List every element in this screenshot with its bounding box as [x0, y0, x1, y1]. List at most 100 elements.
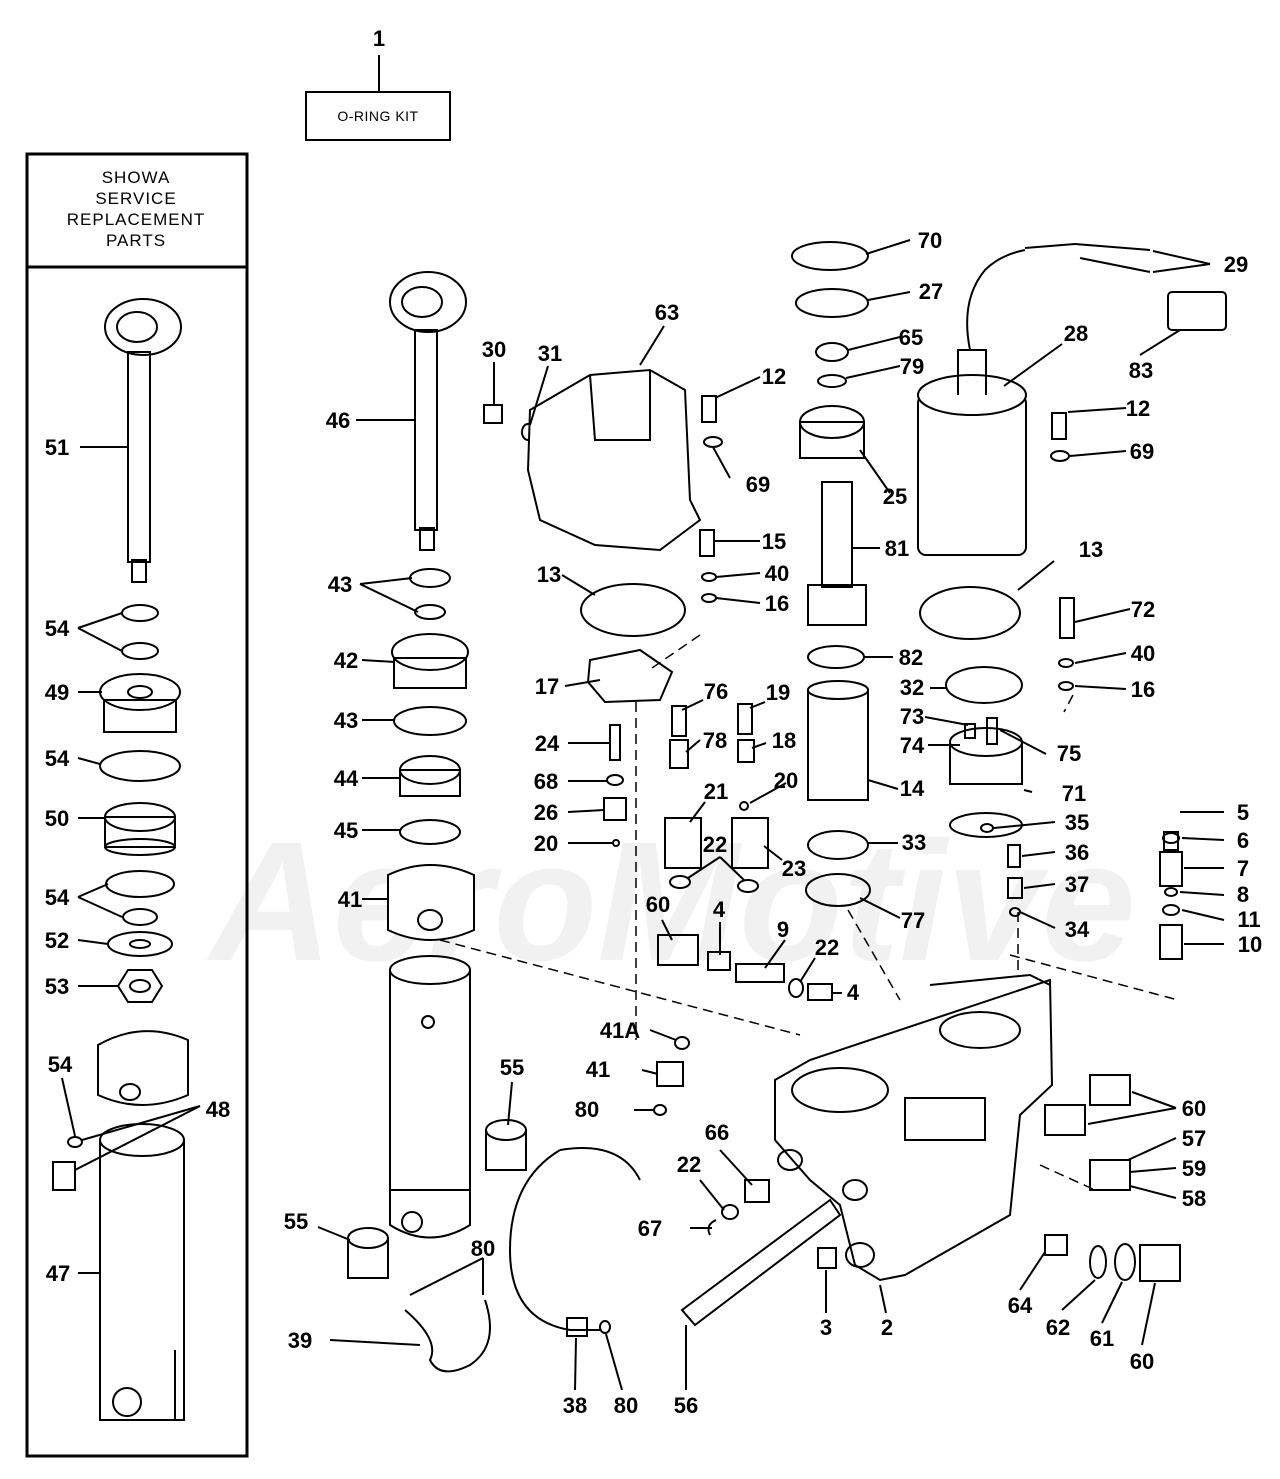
callout-33: 33: [902, 830, 926, 855]
callout-45: 45: [334, 818, 358, 843]
callout-46: 46: [326, 408, 350, 433]
callout-54: 54: [48, 1052, 73, 1077]
callout-52: 52: [45, 928, 69, 953]
callout-55: 55: [284, 1209, 308, 1234]
callout-58: 58: [1182, 1186, 1206, 1211]
callout-43: 43: [334, 708, 358, 733]
callout-20: 20: [774, 768, 798, 793]
callout-22: 22: [815, 935, 839, 960]
callout-43: 43: [328, 572, 352, 597]
callout-30: 30: [482, 337, 506, 362]
callout-80: 80: [471, 1236, 495, 1261]
callout-54: 54: [45, 616, 70, 641]
callout-61: 61: [1090, 1326, 1114, 1351]
callout-81: 81: [885, 536, 909, 561]
callout-62: 62: [1046, 1315, 1070, 1340]
callout-40: 40: [765, 561, 789, 586]
callout-leaders: [61, 239, 1225, 1391]
callout-64: 64: [1008, 1293, 1033, 1318]
callout-41: 41: [338, 887, 362, 912]
callout-8: 8: [1237, 882, 1249, 907]
callout-10: 10: [1238, 932, 1262, 957]
callout-39: 39: [288, 1328, 312, 1353]
panel-heading-line-3: REPLACEMENT: [67, 210, 206, 229]
callout-22: 22: [703, 832, 727, 857]
callout-65: 65: [899, 325, 923, 350]
callout-57: 57: [1182, 1126, 1206, 1151]
callout-78: 78: [703, 728, 727, 753]
callout-22: 22: [677, 1152, 701, 1177]
callout-13: 13: [537, 562, 561, 587]
callout-11: 11: [1237, 907, 1260, 932]
callout-25: 25: [883, 484, 907, 509]
callout-20: 20: [534, 831, 558, 856]
kit-label: O-RING KIT: [337, 108, 418, 124]
callout-42: 42: [334, 648, 358, 673]
callout-67: 67: [638, 1216, 662, 1241]
callout-74: 74: [900, 733, 925, 758]
callout-5: 5: [1237, 800, 1249, 825]
part-drawings: [52, 241, 1227, 1421]
panel-heading-line-4: PARTS: [106, 231, 166, 250]
callout-28: 28: [1064, 321, 1088, 346]
callout-9: 9: [777, 917, 789, 942]
callout-56: 56: [674, 1393, 698, 1418]
callout-16: 16: [1131, 677, 1155, 702]
panel-heading-line-1: SHOWA: [102, 168, 171, 187]
callout-50: 50: [45, 806, 69, 831]
showa-panel: SHOWA SERVICE REPLACEMENT PARTS: [25, 152, 249, 1458]
callout-63: 63: [655, 300, 679, 325]
callout-76: 76: [704, 679, 728, 704]
callout-32: 32: [900, 675, 924, 700]
callout-14: 14: [900, 776, 925, 801]
panel-heading-line-2: SERVICE: [95, 189, 176, 208]
piston-rod-51-drawing: [104, 298, 182, 583]
callout-69: 69: [1130, 439, 1154, 464]
callout-31: 31: [538, 341, 562, 366]
callout-82: 82: [899, 645, 923, 670]
callout-29: 29: [1224, 252, 1248, 277]
callout-79: 79: [900, 354, 924, 379]
callout-3: 3: [820, 1315, 832, 1340]
callout-27: 27: [919, 279, 943, 304]
callout-59: 59: [1182, 1156, 1206, 1181]
callout-70: 70: [918, 228, 942, 253]
callout-17: 17: [535, 674, 559, 699]
callout-72: 72: [1131, 597, 1155, 622]
callout-77: 77: [901, 908, 925, 933]
callout-38: 38: [563, 1393, 587, 1418]
callout-60: 60: [1182, 1096, 1206, 1121]
callout-41: 41: [586, 1057, 610, 1082]
callout-83: 83: [1129, 358, 1153, 383]
callout-51: 51: [45, 435, 69, 460]
callout-71: 71: [1062, 781, 1086, 806]
callout-75: 75: [1057, 741, 1081, 766]
o-ring-kit-box: O-RING KIT: [305, 55, 451, 141]
callout-36: 36: [1065, 840, 1089, 865]
callout-12: 12: [762, 364, 786, 389]
callout-6: 6: [1237, 828, 1249, 853]
callout-26: 26: [534, 800, 558, 825]
callout-49: 49: [45, 680, 69, 705]
callout-16: 16: [765, 591, 789, 616]
callout-80: 80: [575, 1097, 599, 1122]
callout-60: 60: [1130, 1349, 1154, 1374]
callout-69: 69: [746, 472, 770, 497]
callout-4: 4: [847, 980, 860, 1005]
callout-34: 34: [1065, 917, 1090, 942]
callout-60: 60: [646, 892, 670, 917]
callout-80: 80: [614, 1393, 638, 1418]
callout-54: 54: [45, 885, 70, 910]
callout-44: 44: [334, 766, 359, 791]
callout-54: 54: [45, 746, 70, 771]
callout-23: 23: [782, 856, 806, 881]
callout-37: 37: [1065, 872, 1089, 897]
callout-48: 48: [206, 1097, 230, 1122]
callout-12: 12: [1126, 396, 1150, 421]
callout-7: 7: [1237, 856, 1249, 881]
callout-41a: 41A: [600, 1018, 640, 1043]
callout-19: 19: [766, 680, 790, 705]
callout-2: 2: [881, 1315, 893, 1340]
callout-15: 15: [762, 529, 786, 554]
